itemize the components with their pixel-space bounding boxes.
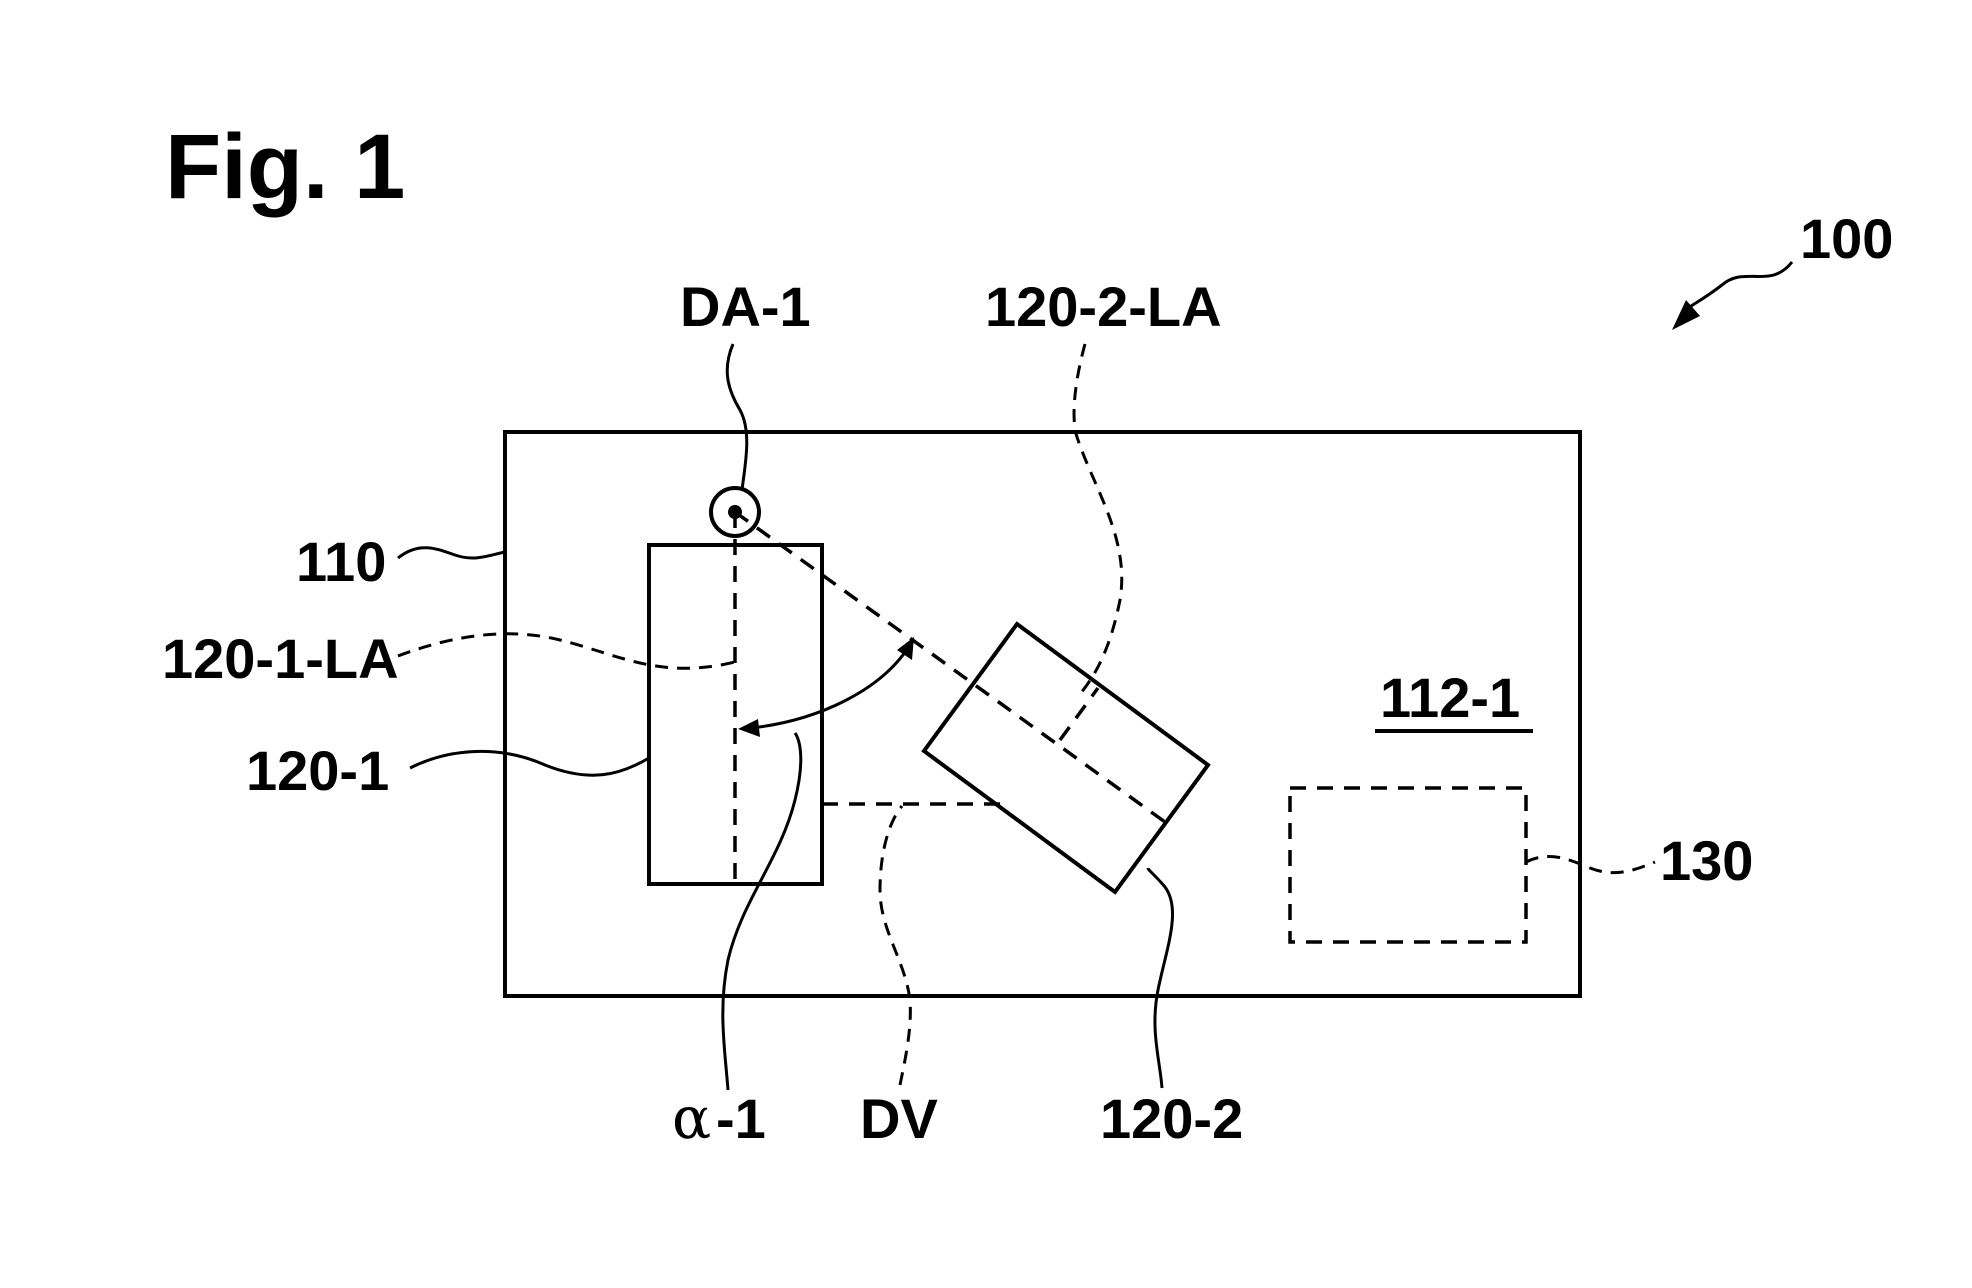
label-110: 110	[296, 530, 386, 593]
housing-110	[503, 430, 1582, 998]
arrowhead-100	[1672, 300, 1700, 330]
label-100: 100	[1800, 207, 1893, 270]
figure-title: Fig. 1	[165, 116, 405, 218]
axis-120-2-la	[1058, 686, 1100, 742]
leader-110	[397, 546, 506, 560]
label-112-1: 112-1	[1380, 666, 1520, 729]
label-alpha-1: -1	[716, 1087, 766, 1150]
arrowhead-alpha-left	[738, 719, 760, 737]
unit-130	[1288, 786, 1528, 944]
leader-120-1-la	[397, 632, 736, 670]
arrowhead-alpha-right	[897, 637, 914, 660]
label-130: 130	[1660, 829, 1753, 892]
label-da-1: DA-1	[680, 275, 811, 338]
leader-120-1	[409, 749, 650, 777]
leader-130	[1525, 854, 1656, 875]
label-120-1: 120-1	[246, 739, 389, 802]
axis-120-2-direction	[733, 510, 1167, 824]
label-120-1-la: 120-1-LA	[162, 627, 399, 690]
pivot-da-1	[709, 486, 761, 538]
label-120-2: 120-2	[1100, 1087, 1243, 1150]
leader-120-2	[1146, 867, 1174, 1089]
label-dv: DV	[860, 1087, 938, 1150]
label-120-2-la: 120-2-LA	[985, 275, 1222, 338]
component-120-2	[921, 621, 1211, 895]
label-alpha-1-symbol: α	[672, 1084, 711, 1152]
leader-120-2-la	[1072, 343, 1124, 695]
angle-arc-alpha-1	[751, 647, 910, 730]
leader-da-1	[725, 343, 749, 491]
leader-dv	[878, 805, 912, 1086]
leader-100	[1684, 261, 1794, 312]
leader-alpha-1	[721, 732, 803, 1091]
